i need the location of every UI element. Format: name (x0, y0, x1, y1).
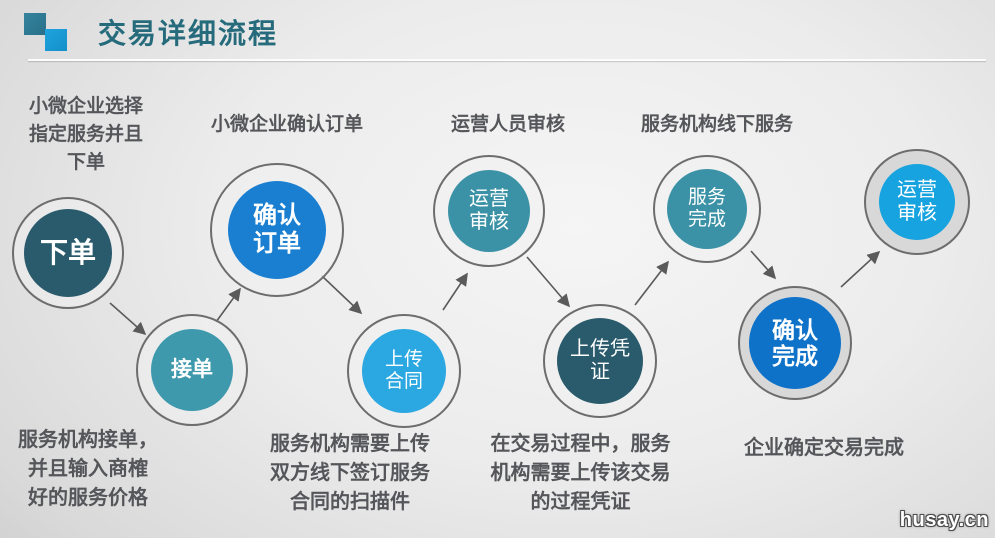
node-accept-order-label: 接单 (171, 357, 213, 381)
node-confirm-done: 确认 完成 (738, 286, 852, 400)
page-title: 交易详细流程 (98, 18, 279, 49)
arrow-service-to-confirmdone (750, 250, 777, 280)
node-service-done-label: 服务 完成 (687, 187, 726, 230)
arrow-confirm-to-contract (321, 275, 363, 315)
annotation-step8: 企业确定交易完成 (744, 437, 904, 459)
arrow-contract-to-review1 (442, 272, 468, 311)
watermark: husay.cn (899, 509, 989, 531)
annotation-step6: 在交易过程中，服务 机构需要上传该交易 的过程凭证 (490, 433, 671, 513)
arrow-confirmdone-to-review2 (840, 250, 881, 288)
node-accept-order: 接单 (136, 314, 248, 426)
node-upload-contract-circle: 上传 合同 (362, 329, 446, 413)
arrow-review1-to-voucher (526, 256, 571, 308)
annotation-step4: 服务机构需要上传 双方线下签订服务 合同的扫描件 (270, 433, 430, 513)
node-accept-order-circle: 接单 (151, 329, 233, 411)
node-confirm-done-circle: 确认 完成 (749, 297, 841, 389)
node-confirm-order-circle: 确认 订单 (228, 181, 326, 279)
node-place-order-label: 下单 (39, 236, 96, 268)
annotation-step7: 服务机构线下服务 (641, 114, 794, 135)
arrow-voucher-to-service (634, 260, 669, 306)
node-upload-contract: 上传 合同 (347, 314, 461, 428)
node-ops-review-1-circle: 运营 审核 (448, 170, 530, 252)
arrow-accept-to-confirm (215, 287, 241, 323)
node-service-done-circle: 服务 完成 (667, 169, 747, 249)
node-confirm-done-label: 确认 完成 (772, 316, 818, 369)
node-service-done: 服务 完成 (653, 155, 761, 263)
arrow-place-to-accept (109, 302, 147, 336)
node-upload-contract-label: 上传 合同 (384, 349, 423, 392)
node-confirm-order: 确认 订单 (210, 163, 344, 297)
node-upload-voucher: 上传凭 证 (543, 304, 657, 418)
annotation-step5: 运营人员审核 (451, 114, 566, 135)
annotation-step3: 小微企业确认订单 (211, 114, 364, 135)
node-ops-review-1-label: 运营 审核 (469, 188, 509, 233)
node-ops-review-2-circle: 运营 审核 (879, 164, 955, 240)
annotation-step2: 服务机构接单， 并且输入商榷 好的服务价格 (18, 429, 158, 509)
node-upload-voucher-circle: 上传凭 证 (557, 318, 643, 404)
node-ops-review-2-label: 运营 审核 (897, 179, 937, 224)
node-upload-voucher-label: 上传凭 证 (570, 338, 630, 383)
node-place-order: 下单 (12, 197, 124, 309)
title-accent-square-dark (24, 13, 46, 35)
title-divider (28, 59, 986, 61)
annotation-step1: 小微企业选择 指定服务并且 下单 (28, 96, 143, 173)
title-accent-square-blue (45, 29, 67, 51)
node-ops-review-1: 运营 审核 (433, 155, 545, 267)
node-ops-review-2: 运营 审核 (864, 149, 970, 255)
node-place-order-circle: 下单 (24, 209, 112, 297)
node-confirm-order-label: 确认 订单 (253, 202, 301, 257)
